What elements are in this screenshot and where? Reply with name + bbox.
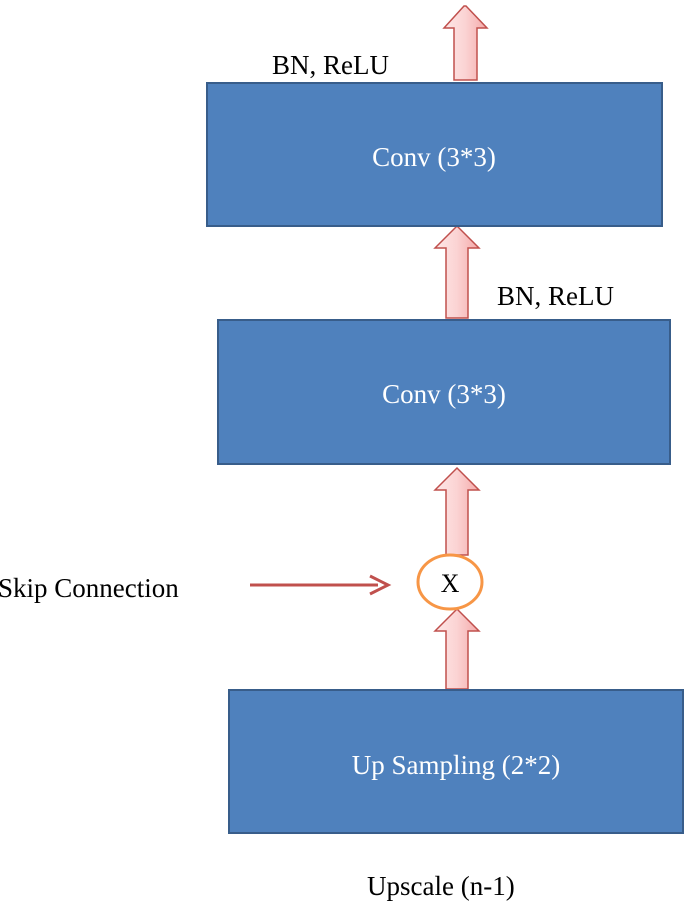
bn-relu-label-mid: BN, ReLU <box>497 281 614 311</box>
flow-arrow-upsampling-to-node <box>433 607 481 690</box>
multiply-symbol: X <box>441 569 460 598</box>
skip-connection-arrow <box>250 574 392 596</box>
conv-block-mid: Conv (3*3) <box>217 319 671 465</box>
flow-arrow-node-to-conv-mid <box>433 466 481 556</box>
bn-relu-label-top: BN, ReLU <box>272 50 389 80</box>
conv-block-top: Conv (3*3) <box>206 82 663 227</box>
skip-connection-label: Skip Connection <box>0 573 179 603</box>
flow-arrow-top <box>442 5 489 81</box>
flow-arrow-conv-mid-to-top <box>433 224 481 319</box>
conv-block-top-label: Conv (3*3) <box>372 142 496 172</box>
multiply-node: X <box>416 553 484 611</box>
upscale-label: Upscale (n-1) <box>367 871 515 901</box>
upsampling-block: Up Sampling (2*2) <box>228 689 684 834</box>
upsampling-block-label: Up Sampling (2*2) <box>352 750 561 780</box>
conv-block-mid-label: Conv (3*3) <box>382 379 506 409</box>
